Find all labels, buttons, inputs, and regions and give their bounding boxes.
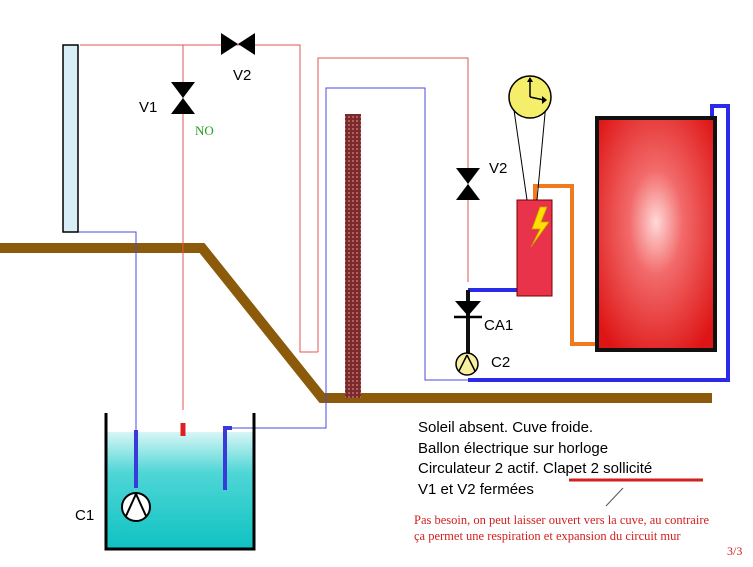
electric-heater (516, 199, 553, 297)
label-ca1: CA1 (484, 317, 513, 334)
blue-main-circuit (468, 104, 730, 382)
label-c2: C2 (491, 354, 510, 371)
pump-c2-icon (455, 352, 479, 376)
caption-line-2: Ballon électrique sur horloge (418, 439, 609, 457)
hot-water-tank (595, 116, 717, 352)
cistern-water (107, 432, 253, 548)
check-valve-ca1-icon (454, 301, 482, 319)
blue-thin-pipes (72, 87, 468, 488)
cistern-walls (104, 413, 256, 551)
annotation-pointer (605, 487, 624, 507)
status-caption: Soleil absent. Cuve froide. Ballon élect… (418, 418, 652, 500)
label-v1: V1 (139, 99, 157, 116)
valve-v2-top-icon (221, 33, 255, 55)
caption-line-4: V1 et V2 fermées (418, 480, 534, 498)
pump-c1-icon (121, 492, 151, 522)
clock-icon (508, 75, 552, 119)
label-c1: C1 (75, 507, 94, 524)
caption-line-3-start: Circulateur 2 actif. (418, 460, 544, 477)
caption-line-3: Circulateur 2 actif. Clapet 2 sollicité (418, 459, 652, 480)
annotation-note: Pas besoin, on peut laisser ouvert vers … (414, 513, 710, 543)
clock-wires (512, 102, 547, 201)
wall-heating-circuit (345, 114, 361, 398)
label-no: NO (195, 123, 214, 138)
cistern-return-pipe (223, 426, 232, 490)
solar-collector (62, 44, 79, 233)
label-v2-top: V2 (233, 67, 251, 84)
valve-v1-icon (171, 82, 195, 114)
label-v2-right: V2 (489, 160, 507, 177)
ground-line (0, 243, 712, 403)
page-number: 3/3 (727, 544, 743, 558)
caption-line-3-clapet: Clapet 2 sollicité (543, 460, 653, 477)
lightning-icon (530, 206, 550, 248)
caption-line-1: Soleil absent. Cuve froide. (418, 419, 594, 436)
valve-v2-right-icon (456, 168, 480, 200)
